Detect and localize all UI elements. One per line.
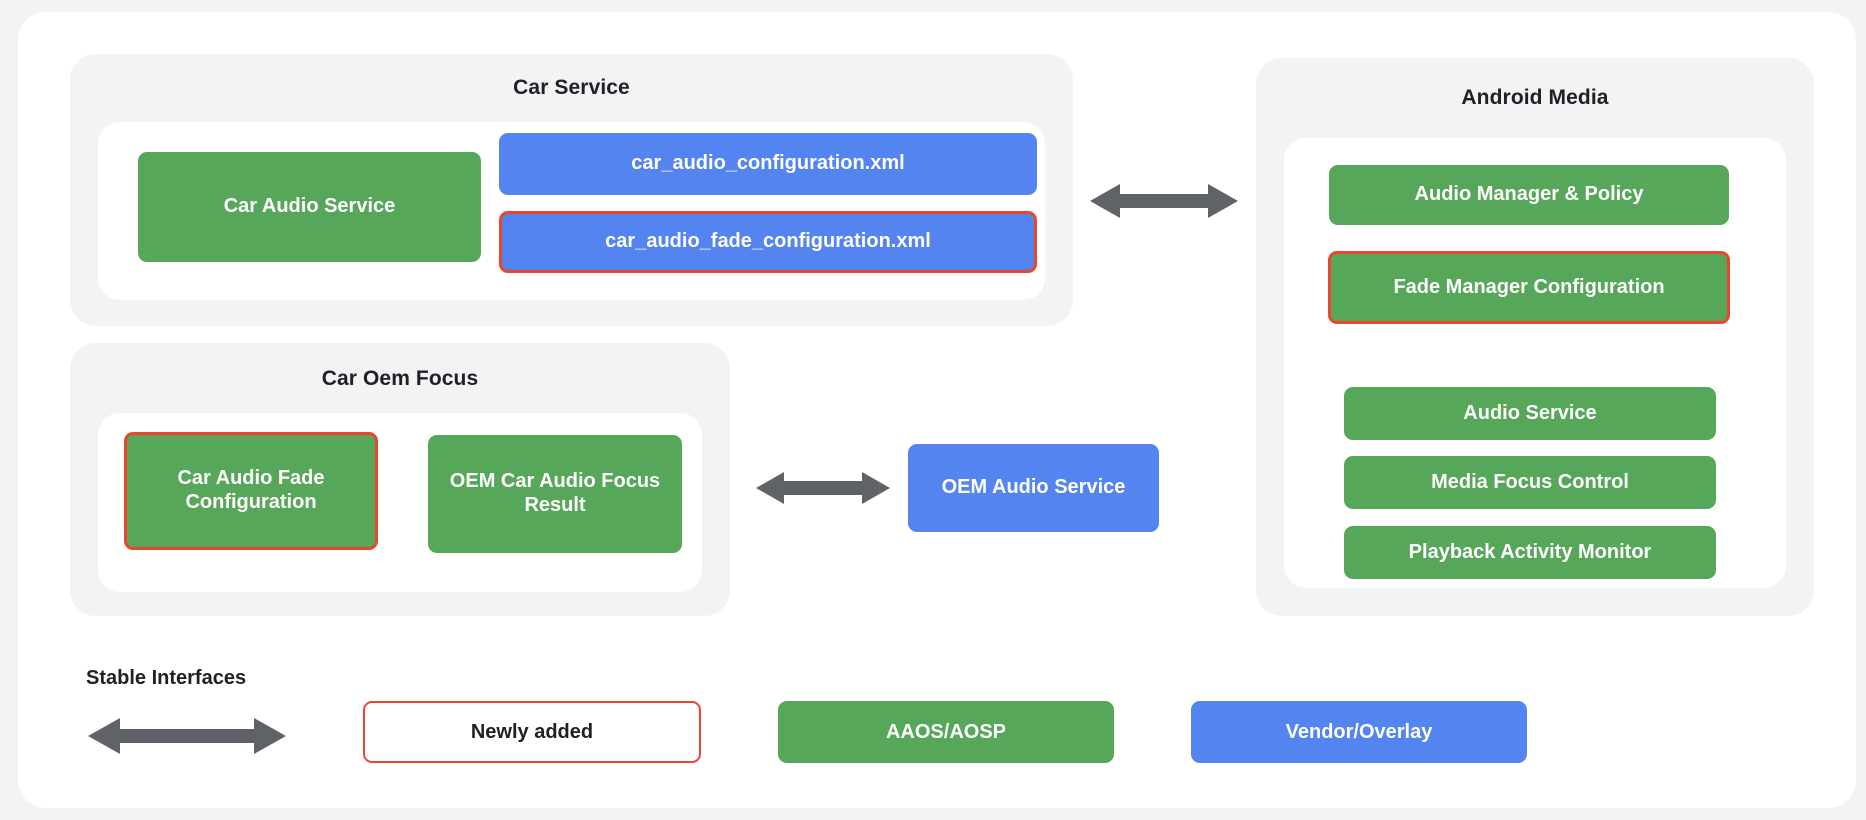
legend-item-aaos-aosp-label: AAOS/AOSP <box>885 720 1007 743</box>
node-car-audio-service[interactable]: Car Audio Service <box>138 152 481 262</box>
node-car-audio-configuration-xml[interactable]: car_audio_configuration.xml <box>499 133 1037 195</box>
node-car-audio-configuration-xml-label: car_audio_configuration.xml <box>631 152 905 175</box>
group-android-media: Android Media Audio Manager & Policy Fad… <box>1256 58 1814 616</box>
legend-item-aaos-aosp[interactable]: AAOS/AOSP <box>778 701 1114 763</box>
group-car-service: Car Service Car Audio Service car_audio_… <box>70 54 1073 326</box>
node-oem-car-audio-focus-result[interactable]: OEM Car Audio Focus Result <box>428 435 682 553</box>
node-oem-car-audio-focus-result-label: OEM Car Audio Focus Result <box>449 470 661 516</box>
node-playback-activity-monitor[interactable]: Playback Activity Monitor <box>1344 526 1716 579</box>
node-fade-manager-configuration-label: Fade Manager Configuration <box>1393 275 1665 298</box>
node-car-audio-fade-configuration[interactable]: Car Audio Fade Configuration <box>124 432 378 550</box>
arrow-car-service-to-android-media <box>1090 180 1238 222</box>
node-audio-manager-policy[interactable]: Audio Manager & Policy <box>1329 165 1729 225</box>
group-android-media-title: Android Media <box>1461 86 1609 109</box>
group-android-media-inner: Audio Manager & Policy Fade Manager Conf… <box>1284 138 1786 588</box>
node-fade-manager-configuration[interactable]: Fade Manager Configuration <box>1328 251 1730 324</box>
node-car-audio-fade-configuration-xml[interactable]: car_audio_fade_configuration.xml <box>499 211 1037 273</box>
legend-item-vendor-overlay[interactable]: Vendor/Overlay <box>1191 701 1527 763</box>
node-car-audio-fade-configuration-xml-label: car_audio_fade_configuration.xml <box>605 230 931 253</box>
node-media-focus-control-label: Media Focus Control <box>1431 470 1629 493</box>
node-audio-service-label: Audio Service <box>1463 401 1597 424</box>
diagram-card: Car Service Car Audio Service car_audio_… <box>18 12 1856 808</box>
legend-stable-interfaces-label: Stable Interfaces <box>86 667 247 689</box>
legend-stable-interfaces-arrow-icon <box>88 715 286 757</box>
group-car-service-inner: Car Audio Service car_audio_configuratio… <box>98 122 1045 300</box>
node-playback-activity-monitor-label: Playback Activity Monitor <box>1408 540 1652 563</box>
node-audio-manager-policy-label: Audio Manager & Policy <box>1414 183 1644 206</box>
legend-item-newly-added-label: Newly added <box>470 720 594 743</box>
node-car-audio-fade-configuration-label: Car Audio Fade Configuration <box>177 467 325 513</box>
legend-item-newly-added[interactable]: Newly added <box>363 701 701 763</box>
group-car-oem-focus-inner: Car Audio Fade Configuration OEM Car Aud… <box>98 413 702 592</box>
node-car-audio-service-label: Car Audio Service <box>223 195 396 218</box>
group-car-oem-focus-title: Car Oem Focus <box>321 367 479 390</box>
node-oem-audio-service-label: OEM Audio Service <box>941 476 1126 499</box>
node-audio-service[interactable]: Audio Service <box>1344 387 1716 440</box>
group-car-service-title: Car Service <box>513 76 630 99</box>
group-car-oem-focus: Car Oem Focus Car Audio Fade Configurati… <box>70 343 730 616</box>
node-oem-audio-service[interactable]: OEM Audio Service <box>908 444 1159 532</box>
node-media-focus-control[interactable]: Media Focus Control <box>1344 456 1716 509</box>
arrow-car-oem-focus-to-oem-audio-service <box>756 468 890 508</box>
legend-item-vendor-overlay-label: Vendor/Overlay <box>1285 720 1433 743</box>
